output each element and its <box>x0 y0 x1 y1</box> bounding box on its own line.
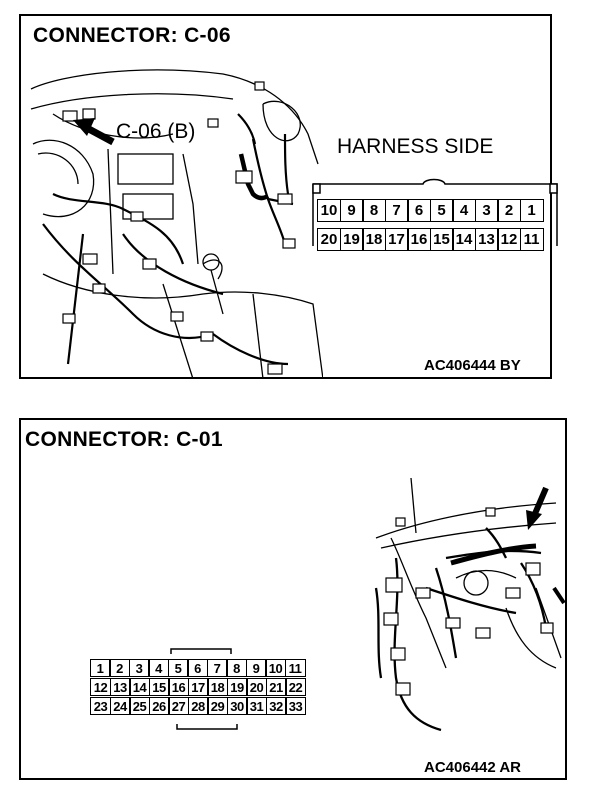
pin: 5 <box>167 659 189 677</box>
pin: 3 <box>128 659 150 677</box>
pin: 29 <box>207 697 228 715</box>
harness-side-label: HARNESS SIDE <box>337 135 494 158</box>
figure-code: AC406444 BY <box>424 357 521 374</box>
pin: 5 <box>429 199 454 222</box>
pin: 15 <box>429 228 454 251</box>
pin: 26 <box>148 697 170 715</box>
panel-title: CONNECTOR: C-06 <box>33 24 231 47</box>
pin: 32 <box>265 697 287 715</box>
pin: 16 <box>168 678 189 696</box>
pin: 13 <box>109 678 131 696</box>
pin: 3 <box>474 199 499 222</box>
pin: 12 <box>90 678 111 696</box>
pin: 19 <box>339 228 364 251</box>
c06-connector-housing <box>312 178 558 246</box>
dashboard-harness-illustration <box>30 69 323 379</box>
pin: 22 <box>285 678 306 696</box>
pin: 20 <box>246 678 267 696</box>
pin: 4 <box>148 659 169 677</box>
pin: 25 <box>129 697 150 715</box>
pin: 28 <box>187 697 209 715</box>
pin: 31 <box>246 697 267 715</box>
pin: 9 <box>339 199 364 222</box>
c01-pin-row-1: 1 2 3 4 5 6 7 8 9 10 11 <box>70 659 306 677</box>
panel-title: CONNECTOR: C-01 <box>25 428 223 451</box>
pin: 6 <box>187 659 208 677</box>
c01-pin-row-3: 23 24 25 26 27 28 29 30 31 32 33 <box>90 697 306 715</box>
pin: 9 <box>245 659 267 677</box>
pin-blank <box>70 659 91 677</box>
pin: 15 <box>148 678 170 696</box>
pin: 11 <box>519 228 544 251</box>
pin: 33 <box>285 697 306 715</box>
pin: 2 <box>497 199 521 222</box>
c01-connector-housing <box>170 648 238 730</box>
connector-c01-panel: CONNECTOR: C-01 1 2 3 4 5 6 7 8 9 10 11 … <box>19 418 567 780</box>
pin: 6 <box>407 199 431 222</box>
pin: 2 <box>109 659 130 677</box>
pin: 8 <box>362 199 386 222</box>
pin: 11 <box>284 659 306 677</box>
c06-pin-row-bottom: 20 19 18 17 16 15 14 13 12 11 <box>317 228 544 251</box>
pin: 17 <box>187 678 209 696</box>
pin: 13 <box>474 228 499 251</box>
c06-pin-row-top: 10 9 8 7 6 5 4 3 2 1 <box>317 199 544 222</box>
pin: 14 <box>129 678 150 696</box>
c01-pin-row-2: 12 13 14 15 16 17 18 19 20 21 22 <box>90 678 306 696</box>
connector-callout-label: C-06 (B) <box>116 120 196 143</box>
pin: 12 <box>497 228 521 251</box>
pin: 1 <box>519 199 544 222</box>
pin: 19 <box>226 678 248 696</box>
pin: 18 <box>207 678 228 696</box>
dashboard-harness-illustration <box>374 477 566 732</box>
pin: 7 <box>206 659 228 677</box>
pin: 10 <box>317 199 341 222</box>
pin: 23 <box>90 697 111 715</box>
pin: 21 <box>265 678 287 696</box>
pin: 1 <box>89 659 111 677</box>
pin: 27 <box>168 697 189 715</box>
connector-c06-panel: CONNECTOR: C-06 <box>19 14 558 379</box>
pin: 16 <box>407 228 431 251</box>
pin: 14 <box>452 228 476 251</box>
pin: 10 <box>265 659 286 677</box>
pin: 4 <box>452 199 476 222</box>
pin: 30 <box>226 697 248 715</box>
figure-code: AC406442 AR <box>424 759 521 776</box>
pin: 17 <box>384 228 409 251</box>
pin: 24 <box>109 697 131 715</box>
pin: 20 <box>317 228 341 251</box>
pin: 18 <box>362 228 386 251</box>
pin: 8 <box>226 659 247 677</box>
pin: 7 <box>384 199 409 222</box>
